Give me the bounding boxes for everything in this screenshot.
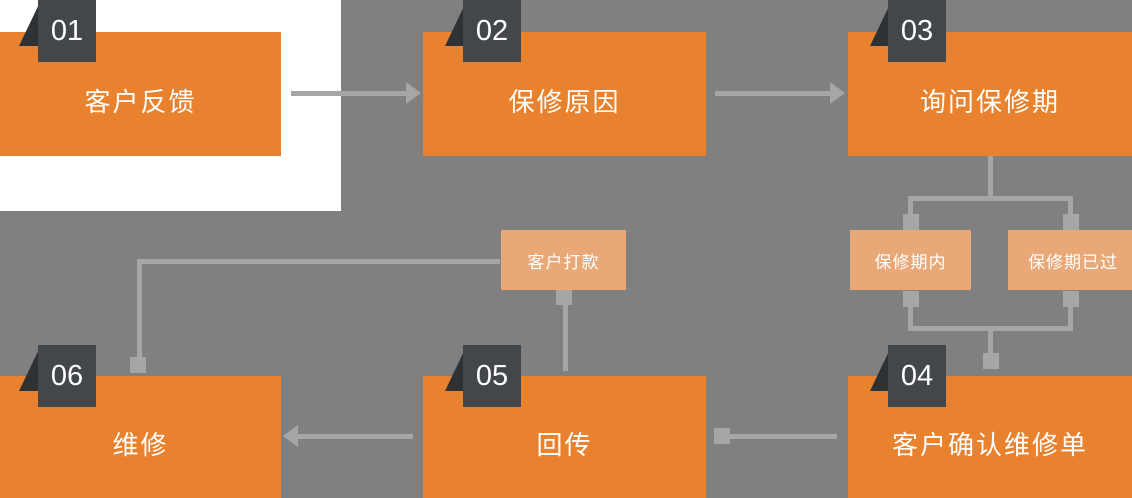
connector-branch-right-merge-node — [1063, 291, 1079, 307]
branch-box-in-warranty[interactable]: 保修期内 — [850, 230, 971, 290]
step-badge-04: 04 — [888, 345, 946, 407]
arrowhead-step01-step02-icon — [406, 82, 421, 104]
branch-warranty-expired-label: 保修期已过 — [1028, 252, 1118, 272]
step-03-label: 询问保修期 — [919, 87, 1060, 117]
connector-step01-step02 — [291, 91, 411, 96]
note-box-customer-payment[interactable]: 客户打款 — [501, 230, 626, 290]
connector-step03-branch-stem — [988, 155, 993, 200]
connector-step04-step05 — [722, 434, 837, 439]
connector-step05-step06 — [298, 434, 413, 439]
arrowhead-step05-icon — [714, 428, 730, 444]
connector-payment-to-step06-drop — [137, 259, 142, 364]
step-badge-05-number: 05 — [475, 359, 509, 392]
connector-branch-right-drop — [1068, 196, 1073, 220]
connector-branch-left-merge — [908, 291, 913, 326]
connector-branch-crossbar — [908, 196, 1073, 201]
step-badge-01-number: 01 — [50, 14, 84, 47]
arrowhead-payment-icon — [556, 289, 572, 305]
branch-box-warranty-expired[interactable]: 保修期已过 — [1008, 230, 1132, 290]
connector-step02-step03 — [715, 91, 835, 96]
connector-payment-to-step06 — [137, 259, 500, 264]
step-badge-01: 01 — [38, 0, 96, 62]
connector-branch-left-merge-node — [903, 291, 919, 307]
step-badge-06-number: 06 — [50, 359, 84, 392]
connector-branch-left-drop — [908, 196, 913, 220]
step-badge-03: 03 — [888, 0, 946, 62]
step-badge-06: 06 — [38, 345, 96, 407]
branch-in-warranty-label: 保修期内 — [874, 252, 947, 272]
arrowhead-branch-left-icon — [903, 214, 919, 230]
step-badge-02-number: 02 — [475, 14, 509, 47]
note-customer-payment-label: 客户打款 — [527, 252, 600, 272]
arrowhead-step06-icon — [283, 425, 298, 447]
step-badge-05: 05 — [463, 345, 521, 407]
arrowhead-step04-icon — [983, 353, 999, 369]
connector-merge-to-step04 — [988, 326, 993, 361]
step-01-label: 客户反馈 — [84, 87, 197, 117]
step-05-label: 回传 — [536, 430, 593, 460]
step-badge-02: 02 — [463, 0, 521, 62]
step-badge-03-number: 03 — [900, 14, 934, 47]
step-04-label: 客户确认维修单 — [891, 430, 1088, 460]
step-06-label: 维修 — [112, 430, 169, 460]
connector-branch-right-merge — [1068, 291, 1073, 326]
arrowhead-step02-step03-icon — [830, 82, 845, 104]
step-badge-04-number: 04 — [900, 359, 934, 392]
connector-step05-to-payment — [563, 291, 568, 371]
arrowhead-step06-top-icon — [130, 357, 146, 373]
arrowhead-branch-right-icon — [1063, 214, 1079, 230]
step-02-label: 保修原因 — [508, 87, 621, 117]
